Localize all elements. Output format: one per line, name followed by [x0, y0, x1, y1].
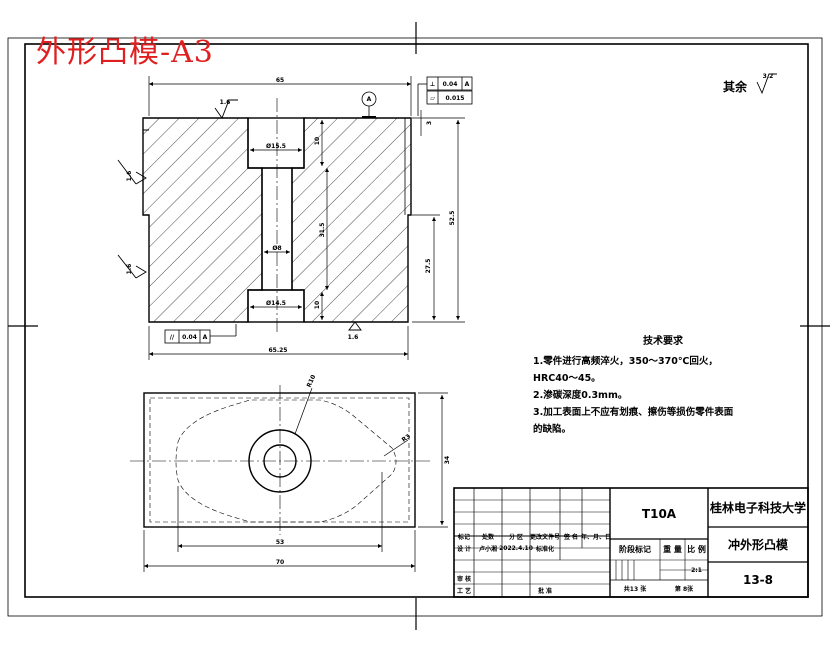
perp-symbol: ⊥ [429, 80, 436, 88]
front-dimensions [148, 76, 465, 360]
tech-req-line-5: 的缺陷。 [533, 424, 572, 435]
roughness-value-1: 1.6 [219, 98, 231, 106]
tech-req-line-2: HRC40～45。 [533, 373, 601, 384]
tb-std-label: 标准化 [535, 545, 554, 553]
roughness-note-label: 其余 [722, 79, 747, 94]
plan-view [130, 385, 430, 535]
par-symbol: // [169, 333, 175, 341]
par-datum: A [202, 333, 208, 341]
dim-total-height: 52.5 [448, 210, 456, 226]
dim-plan-height: 34 [443, 455, 451, 465]
dim-depth-bottom: 10 [313, 300, 321, 310]
dim-plan-length: 70 [275, 558, 285, 566]
tb-hdr-date: 年、月、日 [581, 533, 612, 541]
roughness-value-4: 1.6 [347, 333, 359, 341]
roughness-check-icon [756, 73, 777, 95]
tb-process-label: 工 艺 [456, 587, 472, 595]
dim-plan-inner: 53 [275, 538, 285, 546]
tech-req-line-3: 2.渗碳深度0.3mm。 [533, 390, 628, 401]
plan-dimensions [143, 387, 448, 572]
tb-hdr-zone: 分 区 [508, 533, 524, 541]
tb-weight-label: 重 量 [663, 545, 682, 554]
tb-design-date: 2022.4.10 [499, 544, 533, 552]
outer-border [7, 37, 823, 617]
tb-sheet-no: 第 8张 [674, 586, 694, 593]
tb-scale-label: 比 例 [687, 545, 706, 554]
tb-designer-label: 设 计 [456, 545, 472, 553]
tb-part-name: 冲外形凸模 [727, 538, 788, 552]
tb-hdr-sign: 签 名 [563, 533, 579, 541]
flat-symbol: ▱ [430, 94, 435, 102]
perp-value: 0.04 [442, 80, 458, 88]
dim-step-height: 27.5 [424, 258, 432, 274]
dim-step-top: 3 [425, 120, 433, 126]
perp-datum: A [464, 80, 470, 88]
flat-value: 0.015 [445, 94, 465, 102]
tech-req-line-4: 3.加工表面上不应有划痕、擦伤等损伤零件表面 [533, 407, 734, 418]
datum-marker [361, 91, 377, 118]
dim-bore-bottom: Ø14.5 [266, 299, 286, 307]
dim-overall-width: 65.25 [268, 346, 288, 354]
tech-req-heading: 技术要求 [643, 336, 683, 347]
dim-top-width: 65 [275, 76, 285, 84]
dim-bore-top: Ø15.5 [266, 142, 286, 150]
technical-requirements: 技术要求 1.零件进行高频淬火，350～370℃回火， HRC40～45。 2.… [533, 332, 783, 438]
par-value: 0.04 [182, 333, 197, 341]
tb-hdr-count: 处数 [481, 533, 494, 541]
roughness-value-3: 1.6 [125, 263, 133, 275]
tb-approve-label: 批 准 [537, 587, 553, 595]
tb-school: 桂林电子科技大学 [709, 501, 806, 515]
center-marks [8, 22, 830, 630]
tb-designer-name: 卢小湘 [478, 545, 497, 553]
tb-hdr-mark: 标记 [457, 533, 470, 541]
dim-depth-top: 10 [313, 136, 321, 146]
tb-drawing-no: 13-8 [742, 572, 774, 587]
tb-stage-label: 阶段标记 [619, 545, 651, 554]
title-block-lines [453, 487, 809, 598]
dim-bore-mid: Ø8 [272, 244, 282, 252]
title-overlay: 外形凸模-A3 [36, 35, 214, 70]
roughness-value-2: 1.6 [125, 170, 133, 182]
roughness-marks [117, 99, 362, 331]
tb-scale: 2:1 [691, 566, 702, 574]
tb-review-label: 审 核 [456, 575, 472, 583]
datum-letter: A [366, 95, 372, 103]
tb-sheet-total: 共13 张 [623, 586, 647, 593]
tolerance-frames [164, 76, 473, 344]
roughness-note-value: 3.2 [762, 72, 774, 80]
tech-req-line-1: 1.零件进行高频淬火，350～370℃回火， [533, 356, 718, 367]
front-view [142, 98, 412, 332]
tb-hdr-doc: 更改文件号 [530, 533, 561, 541]
tb-material: T10A [641, 506, 677, 521]
dim-bore-height: 31.5 [318, 222, 326, 238]
